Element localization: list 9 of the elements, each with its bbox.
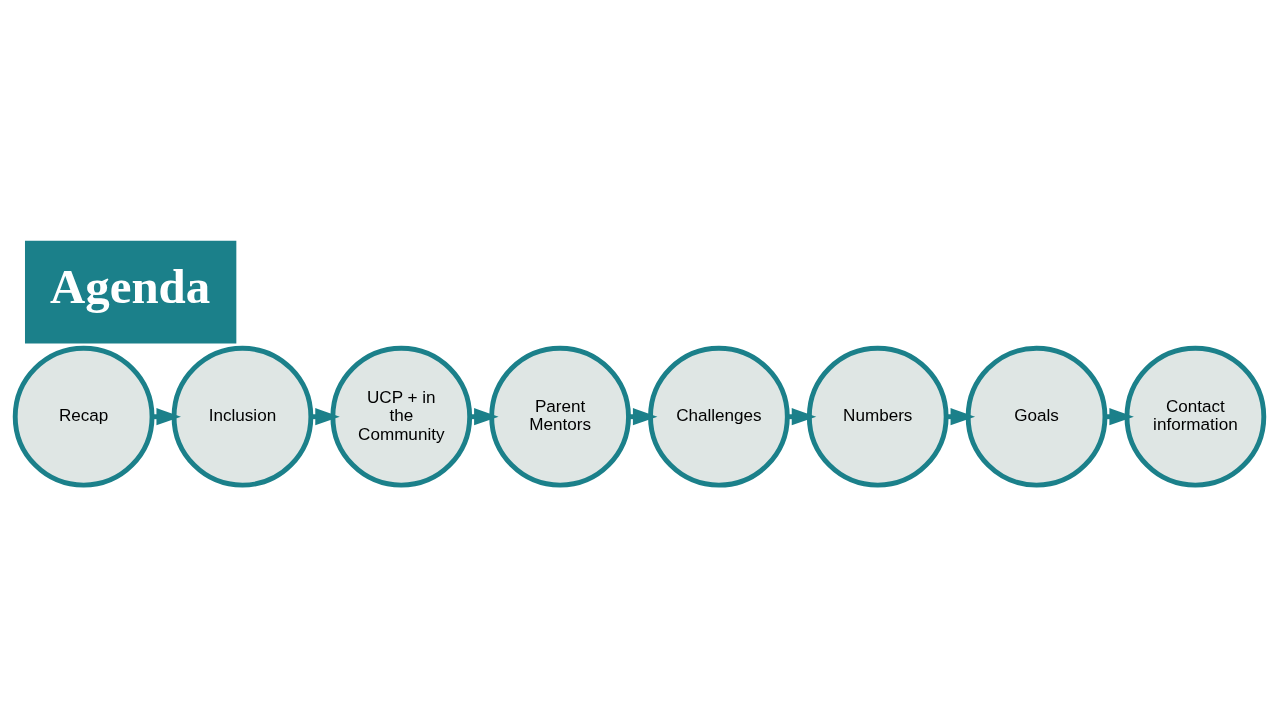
node-circle: Recap — [12, 345, 155, 488]
node-circle: Numbers — [806, 345, 949, 488]
node-circle: Parent Mentors — [489, 345, 631, 488]
node-circle: Contact information — [1124, 345, 1267, 488]
node-circle: Inclusion — [171, 345, 314, 488]
node-circle: Challenges — [648, 345, 790, 488]
node-circle: Goals — [965, 345, 1108, 488]
node-circle: UCP + in the Community — [330, 345, 473, 488]
diagram-title: Agenda — [50, 259, 211, 315]
